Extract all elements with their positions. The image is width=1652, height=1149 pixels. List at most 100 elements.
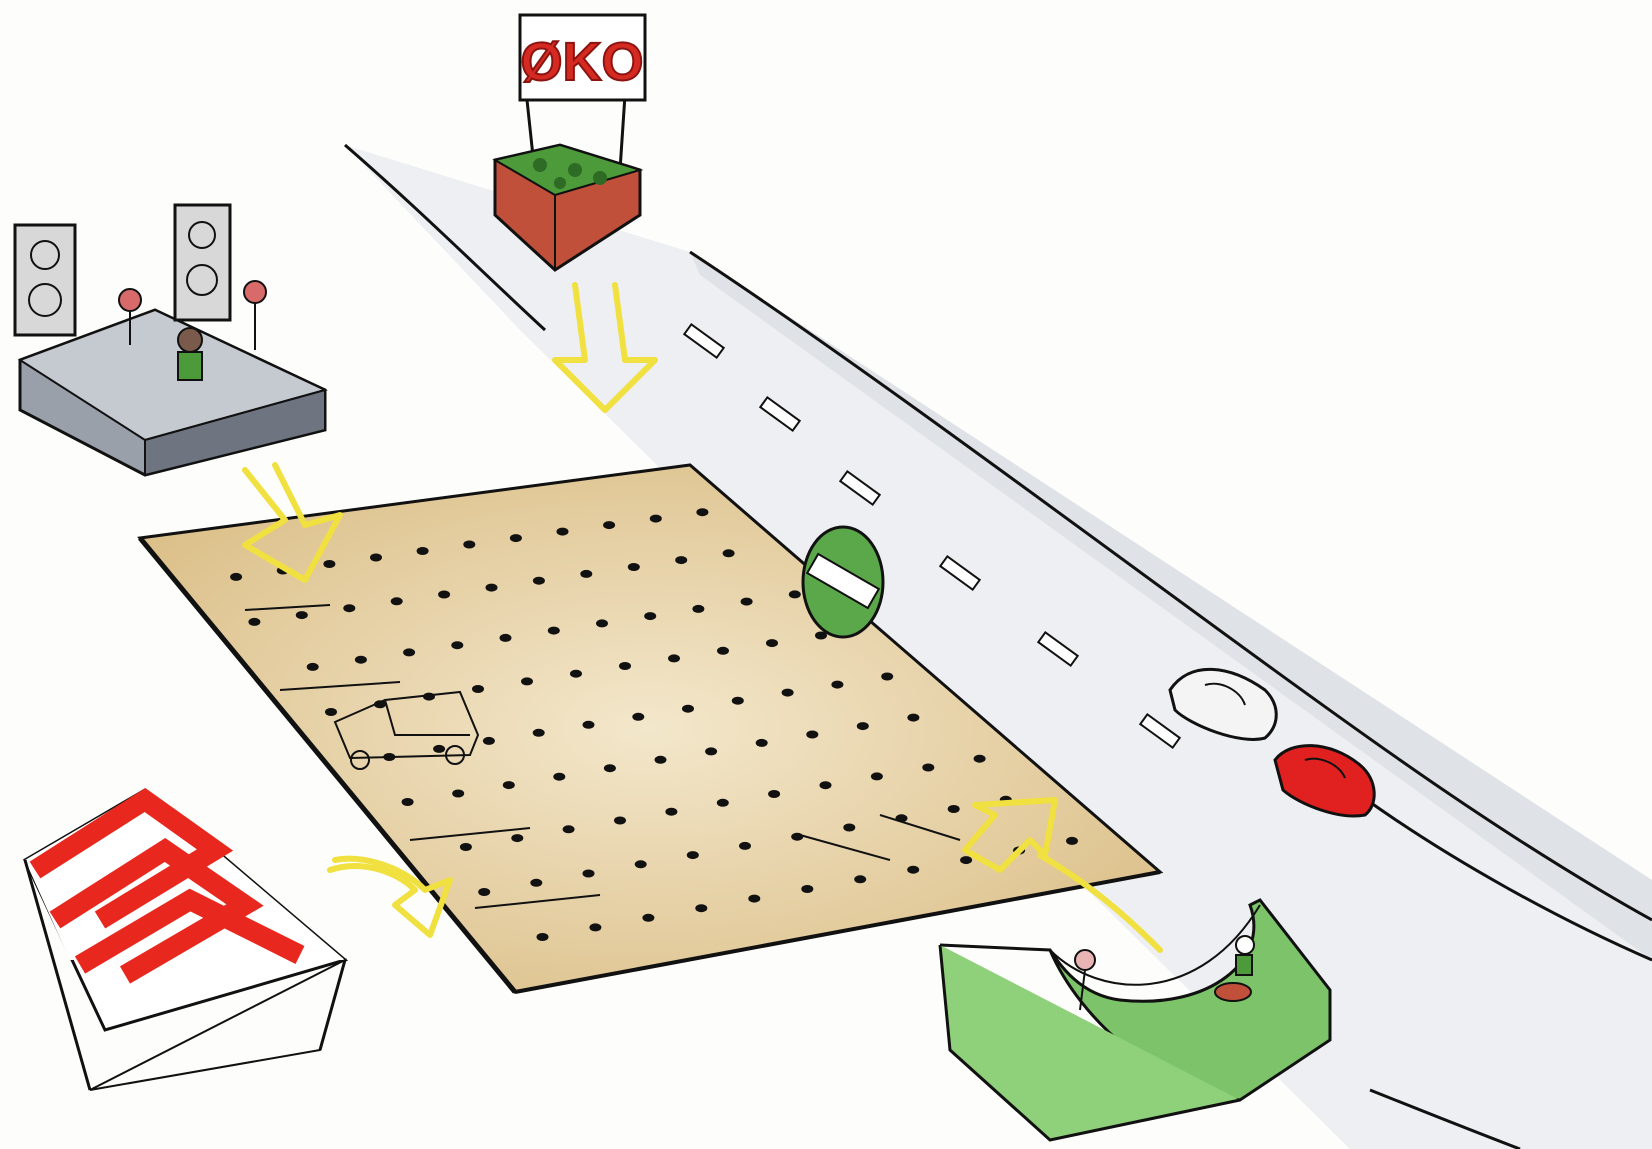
plaza-stud (547, 626, 560, 635)
plaza-stud (582, 869, 595, 878)
plaza-stud (562, 825, 575, 834)
arrow-from-market (552, 282, 658, 413)
oko-sign (518, 13, 647, 102)
plaza-stud (668, 654, 680, 663)
plaza-stud (509, 534, 522, 543)
plaza-stud (459, 843, 472, 851)
plaza-stud (768, 790, 781, 798)
plaza-stud (692, 604, 705, 613)
plaza-stud (463, 540, 476, 549)
plaza-stud (416, 547, 429, 555)
plaza-stud (438, 590, 451, 599)
plaza-stud (731, 696, 744, 705)
lane-markings (682, 322, 1182, 750)
plaza-stud (907, 713, 920, 722)
plaza-stud (596, 619, 608, 628)
plaza-stud (748, 894, 761, 903)
plaza-stud (788, 590, 801, 599)
plaza-stud (819, 781, 832, 790)
oko-sign-text: ØKO (520, 32, 643, 92)
plaza-stud (451, 641, 464, 650)
plaza-stud (705, 747, 718, 756)
plaza-stud (482, 736, 495, 745)
plaza-stud (627, 563, 640, 571)
plaza-stud (521, 677, 533, 686)
plaza-stud (642, 913, 655, 922)
plaza-stud (511, 834, 524, 843)
music-stage (13, 203, 328, 477)
plaza-stud (654, 755, 667, 764)
plaza-stud (739, 841, 751, 850)
plaza-stud (644, 612, 657, 621)
plaza (137, 463, 1164, 994)
plaza-stud (682, 704, 694, 713)
arrow-from-stage (242, 462, 343, 583)
plaza-stud (603, 764, 616, 773)
plaza-stud (354, 655, 367, 664)
plaza-stud (634, 860, 647, 869)
plaza-stud (854, 875, 867, 884)
plaza-stud (614, 816, 626, 825)
plaza-stud (856, 722, 869, 731)
road (344, 143, 1652, 1149)
plaza-stud (665, 807, 678, 816)
plaza-stud (696, 508, 709, 517)
plaza-stud (295, 611, 308, 620)
red-car (1273, 744, 1376, 818)
plaza-stud (536, 933, 549, 941)
plaza-stud (831, 680, 844, 689)
plaza-stud (632, 712, 645, 721)
plaza-stud (452, 789, 465, 798)
plaza-stud (781, 688, 794, 697)
striped-tent (23, 787, 349, 1091)
plaza-stud (675, 556, 688, 565)
plaza-stud (686, 851, 699, 860)
arrow-to-ramp (962, 797, 1058, 873)
plaza-stud (716, 798, 729, 807)
plaza-stud (722, 549, 735, 558)
plaza-stud (403, 648, 416, 657)
plaza-stud (499, 633, 512, 642)
plaza-stud (230, 572, 243, 581)
plaza-stud (570, 669, 582, 678)
plaza-stud (374, 700, 386, 709)
plaza-stud (815, 631, 827, 640)
parked-van-sketch (333, 690, 480, 770)
plaza-stud (582, 720, 595, 729)
plaza-stud (472, 685, 484, 693)
plaza-stud (717, 646, 729, 655)
plaza-stud (766, 639, 778, 648)
plaza-stud (947, 805, 960, 813)
plaza-stud (306, 662, 319, 671)
plaza-stud (343, 604, 356, 613)
plaza-stud (907, 865, 920, 874)
plaza-stud (589, 923, 602, 932)
plaza-stud (532, 728, 545, 737)
plaza-stud (556, 527, 569, 536)
plaza-stud (740, 597, 753, 606)
plaza-stud (806, 730, 819, 739)
plaza-stud (370, 553, 382, 562)
organic-market-stand: ØKO (492, 13, 647, 272)
plaza-stud (1066, 836, 1078, 845)
plaza-stud (791, 832, 804, 841)
plaza-stud (530, 878, 543, 887)
plaza-stud (325, 708, 337, 716)
plaza-stud (755, 738, 768, 747)
plaza-stud (843, 823, 856, 832)
plaza-stud (502, 781, 515, 790)
plaza-stud (881, 672, 894, 681)
plaza-stud (390, 597, 403, 606)
plaza-stud (478, 888, 491, 896)
plaza-stud (695, 904, 708, 913)
plaza-stud (401, 798, 414, 806)
plaza-stud (532, 576, 545, 585)
plaza-stud (922, 763, 935, 772)
right-speaker (173, 203, 232, 322)
plaza-stud (960, 856, 973, 865)
plaza-stud (603, 521, 616, 530)
plaza-stud (433, 744, 446, 753)
plaza-stud (649, 514, 662, 523)
